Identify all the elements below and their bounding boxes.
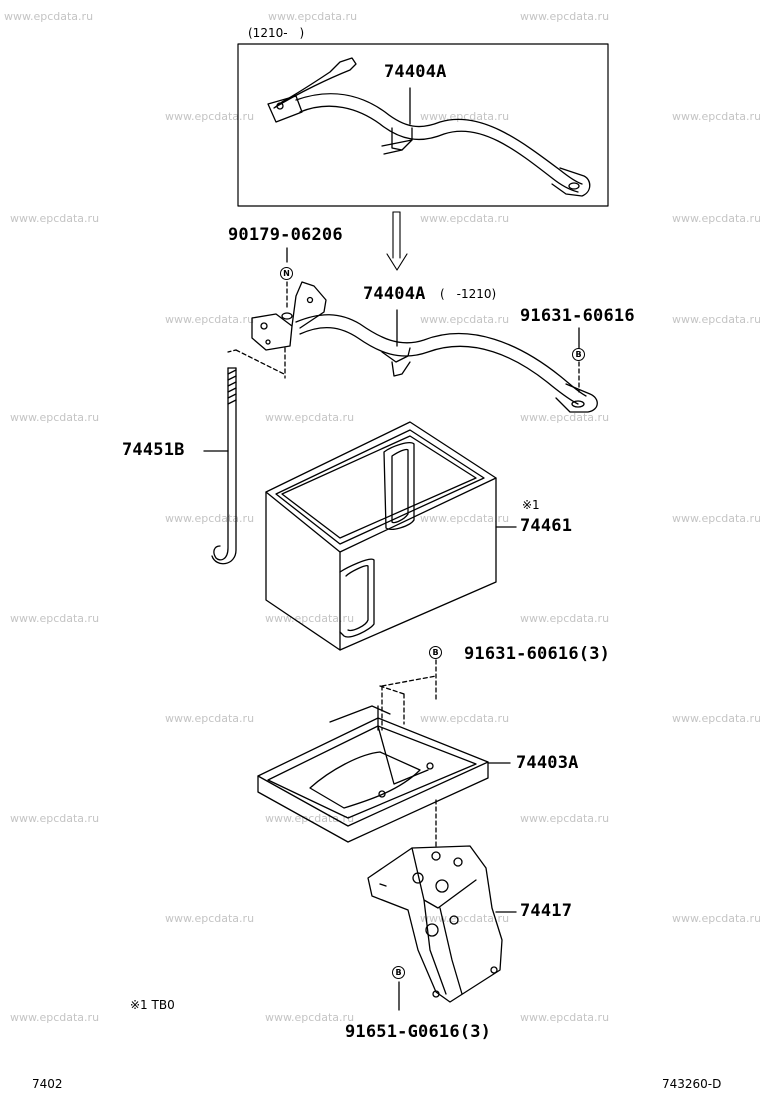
label-74461[interactable]: 74461 — [520, 516, 573, 536]
watermark: www.epcdata.ru — [265, 812, 355, 825]
clamp-bar-drawing — [251, 281, 598, 413]
watermark: www.epcdata.ru — [265, 1011, 355, 1024]
bracket-drawing — [367, 845, 503, 1003]
watermark: www.epcdata.ru — [420, 712, 510, 725]
bolt-symbol-icon: B — [392, 966, 405, 979]
watermark: www.epcdata.ru — [520, 812, 610, 825]
watermark: www.epcdata.ru — [10, 612, 100, 625]
label-90179-06206[interactable]: 90179-06206 — [228, 225, 343, 245]
watermark: www.epcdata.ru — [672, 110, 760, 123]
label-74404A-range: ( -1210) — [440, 287, 497, 301]
watermark: www.epcdata.ru — [520, 612, 610, 625]
watermark: www.epcdata.ru — [672, 313, 760, 326]
watermark: www.epcdata.ru — [672, 512, 760, 525]
watermark: www.epcdata.ru — [265, 411, 355, 424]
watermark: www.epcdata.ru — [165, 512, 255, 525]
page-number-left: 7402 — [32, 1077, 63, 1091]
label-74417[interactable]: 74417 — [520, 901, 573, 921]
watermark: www.epcdata.ru — [268, 10, 358, 23]
inset-clamp-drawing — [267, 57, 591, 197]
bolt-symbol-icon: B — [572, 348, 585, 361]
watermark: www.epcdata.ru — [420, 313, 510, 326]
watermark: www.epcdata.ru — [10, 411, 100, 424]
watermark: www.epcdata.ru — [4, 10, 94, 23]
label-91631-60616-top[interactable]: 91631-60616 — [520, 306, 635, 326]
j-bolt-drawing — [211, 367, 237, 565]
watermark: www.epcdata.ru — [672, 712, 760, 725]
watermark: www.epcdata.ru — [165, 110, 255, 123]
watermark: www.epcdata.ru — [520, 411, 610, 424]
label-74404A-inset: 74404A — [384, 62, 447, 82]
battery-drawing — [265, 421, 497, 651]
watermark: www.epcdata.ru — [520, 10, 610, 23]
label-91631-60616-mid[interactable]: 91631-60616(3) — [464, 644, 611, 664]
label-74404A[interactable]: 74404A — [363, 284, 426, 304]
watermark: www.epcdata.ru — [265, 612, 355, 625]
watermark: www.epcdata.ru — [672, 212, 760, 225]
watermark: www.epcdata.ru — [520, 1011, 610, 1024]
label-91651-G0616[interactable]: 91651-G0616(3) — [345, 1022, 492, 1042]
inset-frame — [237, 43, 609, 207]
watermark: www.epcdata.ru — [165, 912, 255, 925]
watermark: www.epcdata.ru — [420, 110, 510, 123]
watermark: www.epcdata.ru — [10, 1011, 100, 1024]
footnote: ※1 TB0 — [130, 998, 175, 1012]
watermark: www.epcdata.ru — [165, 313, 255, 326]
nut-symbol-icon: N — [280, 267, 293, 280]
watermark: www.epcdata.ru — [10, 212, 100, 225]
label-74461-note: ※1 — [522, 498, 540, 512]
watermark: www.epcdata.ru — [165, 712, 255, 725]
watermark: www.epcdata.ru — [672, 912, 760, 925]
watermark: www.epcdata.ru — [10, 812, 100, 825]
label-74403A[interactable]: 74403A — [516, 753, 579, 773]
label-74451B[interactable]: 74451B — [122, 440, 185, 460]
watermark: www.epcdata.ru — [420, 512, 510, 525]
watermark: www.epcdata.ru — [420, 212, 510, 225]
bolt-symbol-icon: B — [429, 646, 442, 659]
battery-tray-drawing — [257, 675, 489, 843]
arrow-down-icon — [386, 211, 408, 271]
inset-date-range: (1210- ) — [248, 26, 305, 40]
page-number-right: 743260-D — [662, 1077, 722, 1091]
